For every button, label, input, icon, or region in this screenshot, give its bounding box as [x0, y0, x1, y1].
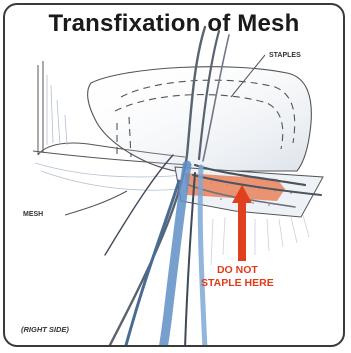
- figure-card: Transfixation of Mesh: [3, 3, 345, 347]
- warning-label: DO NOT STAPLE HERE: [201, 264, 274, 290]
- mesh-pointer: [65, 191, 127, 215]
- tissue-hatching: [211, 215, 309, 265]
- warning-line-2: STAPLE HERE: [201, 277, 274, 290]
- staples-label: STAPLES: [269, 52, 301, 59]
- side-note: (RIGHT SIDE): [21, 325, 69, 334]
- warning-line-1: DO NOT: [201, 264, 274, 277]
- mesh-label: MESH: [23, 211, 43, 218]
